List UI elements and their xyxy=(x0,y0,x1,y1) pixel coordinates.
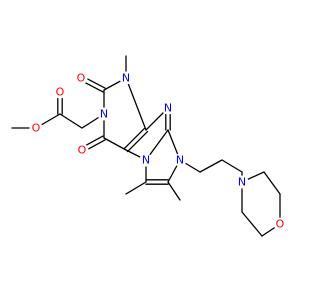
single-bond xyxy=(167,181,181,201)
single-bond xyxy=(103,137,127,151)
atom-label-background xyxy=(235,175,249,189)
atom-label-background xyxy=(53,85,67,99)
atom-symbol: N xyxy=(122,72,130,85)
atom-o-morph: O xyxy=(273,217,287,231)
atom-label-background xyxy=(29,121,43,135)
single-bond xyxy=(59,113,83,129)
atom-n-9: N xyxy=(161,101,175,115)
atom-n-3: N xyxy=(97,107,111,121)
atom-symbol: O xyxy=(32,122,41,135)
atom-o-ketc: O xyxy=(53,85,67,99)
atom-o-me: O xyxy=(29,121,43,135)
atom-label-background xyxy=(173,153,187,167)
single-bond xyxy=(125,181,147,195)
atom-symbol: O xyxy=(276,218,285,231)
atom-symbol: N xyxy=(100,108,108,121)
atom-label-background xyxy=(75,143,89,157)
single-bond xyxy=(263,171,281,195)
bond-layer xyxy=(11,55,281,237)
double-bond-line xyxy=(123,127,146,150)
atom-label-background xyxy=(161,101,175,115)
atom-n-morph: N xyxy=(235,175,249,189)
single-bond xyxy=(125,77,147,131)
atom-n-1: N xyxy=(119,71,133,85)
single-bond xyxy=(241,211,263,237)
atom-label-background xyxy=(119,71,133,85)
atom-symbol: O xyxy=(56,86,65,99)
atom-symbol: N xyxy=(176,154,184,167)
atom-symbol: O xyxy=(77,72,86,85)
atom-symbol: N xyxy=(238,176,246,189)
atom-label-background xyxy=(139,153,153,167)
atom-n-i1: N xyxy=(173,153,187,167)
single-bond xyxy=(199,159,223,173)
atom-label-background xyxy=(74,71,88,85)
double-bond-line xyxy=(126,130,149,153)
atom-label-background xyxy=(97,107,111,121)
atom-symbol: O xyxy=(78,144,87,157)
atom-symbol: N xyxy=(142,154,150,167)
atom-symbol: N xyxy=(164,102,172,115)
atom-o-2: O xyxy=(74,71,88,85)
single-bond xyxy=(221,159,243,173)
atom-label-background xyxy=(273,217,287,231)
atom-n-7: N xyxy=(139,153,153,167)
atom-o-6: O xyxy=(75,143,89,157)
